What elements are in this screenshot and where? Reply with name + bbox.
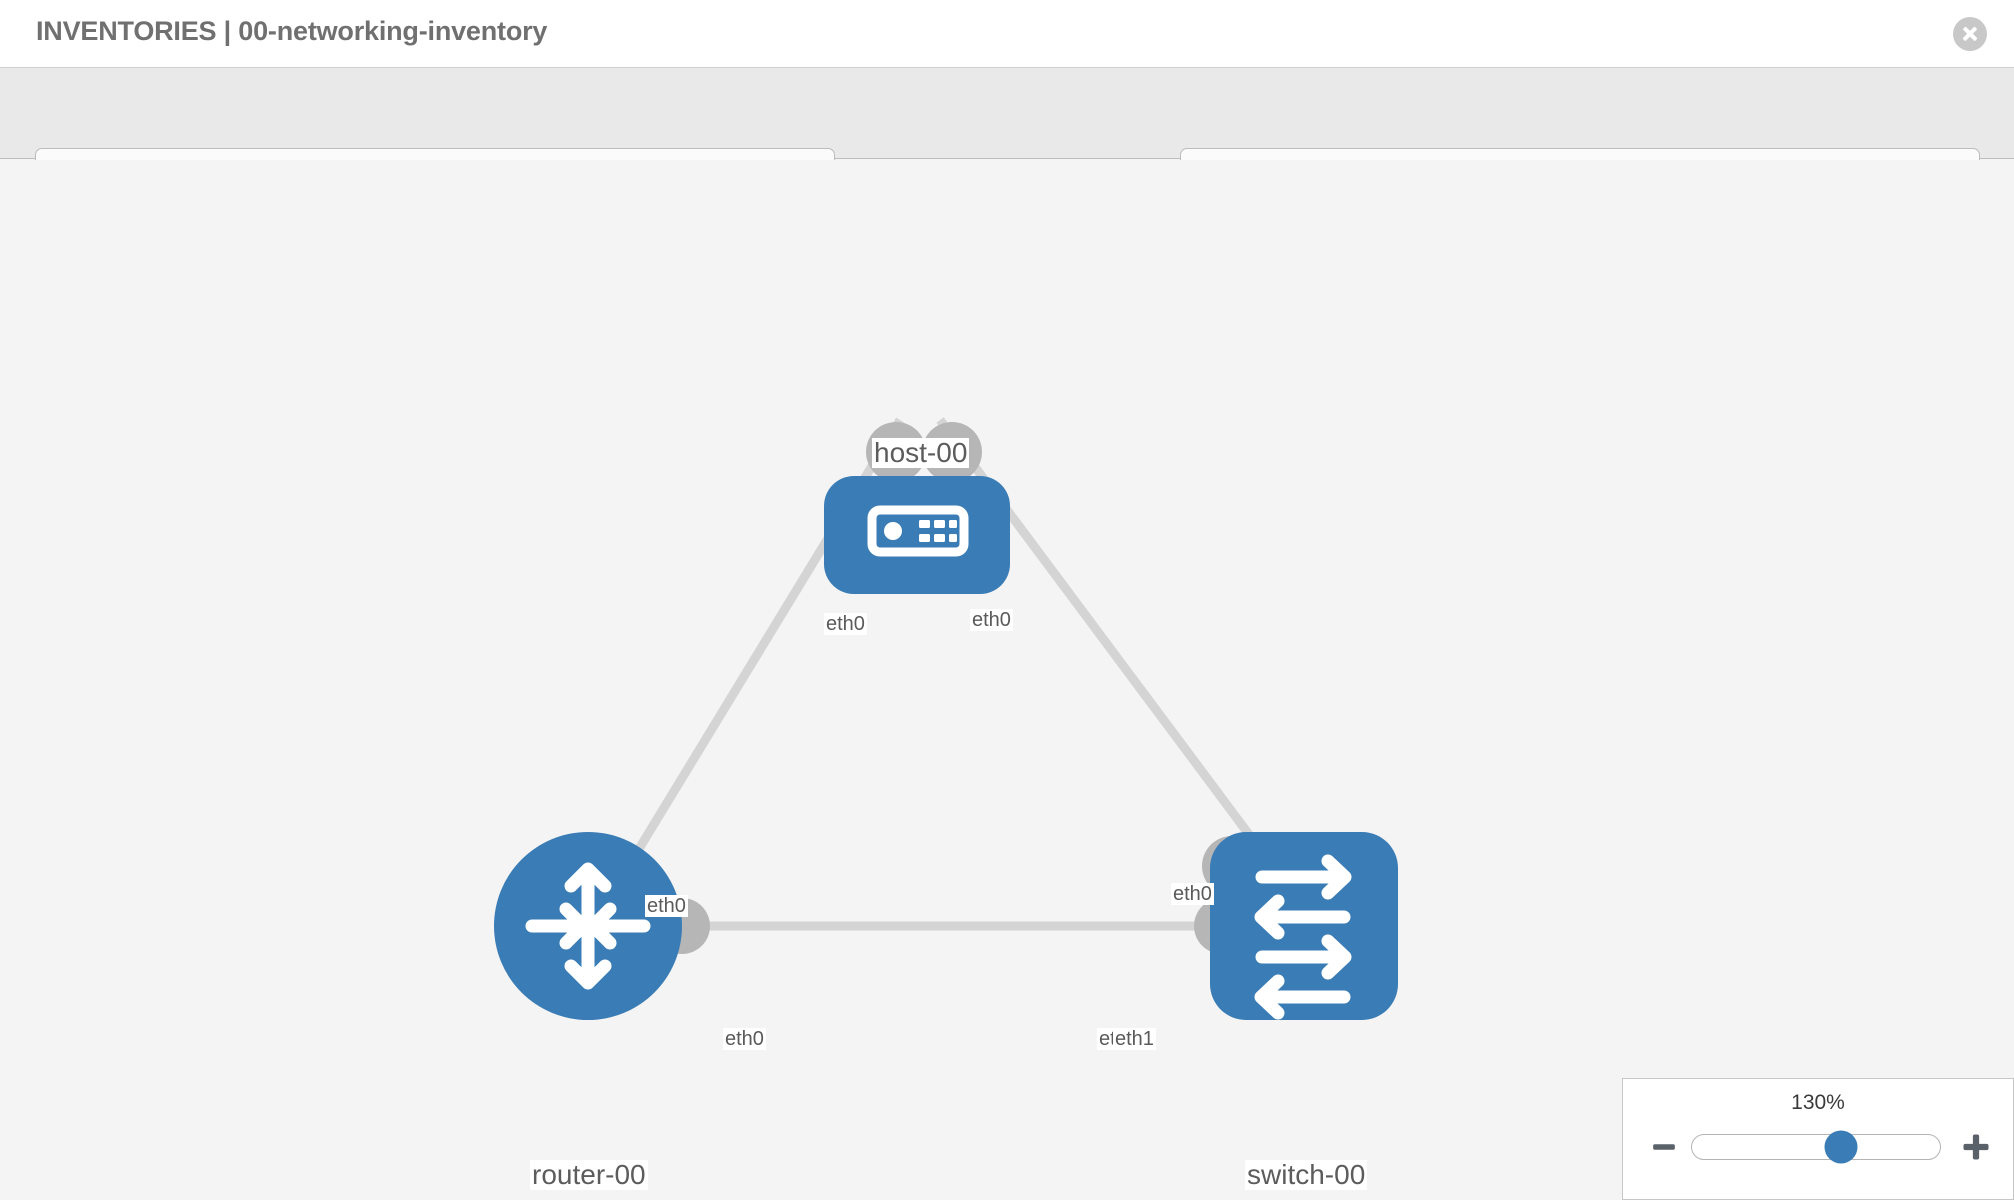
zoom-percent-label: 130%	[1791, 1091, 1845, 1114]
node-host-00	[824, 476, 1010, 594]
iface-label-switch00-eth1: eth1	[1113, 1028, 1156, 1050]
zoom-control-panel: 130%	[1622, 1078, 2014, 1200]
switch-arrows-icon	[1254, 854, 1352, 1020]
zoom-slider-row	[1623, 1127, 2013, 1167]
page-title: INVENTORIES | 00-networking-inventory	[36, 16, 548, 46]
node-switch-00	[1210, 832, 1398, 1020]
iface-label-host00-eth0-left: eth0	[824, 613, 867, 635]
page-header: INVENTORIES | 00-networking-inventory	[0, 0, 2014, 68]
node-host-00-shape	[824, 476, 1010, 594]
iface-label-switch00-eth0-up: eth0	[1171, 883, 1214, 905]
node-label-switch-00: switch-00	[1245, 1159, 1368, 1191]
node-label-router-00: router-00	[530, 1159, 648, 1191]
topology-graph	[494, 417, 1398, 1020]
iface-label-host00-eth0-right: eth0	[970, 609, 1013, 631]
node-router-00	[494, 832, 682, 1020]
node-label-host-00: host-00	[872, 437, 970, 469]
toolbar: ACTIONS SEARCH	[0, 68, 2014, 202]
iface-label-router00-eth0: eth0	[723, 1028, 766, 1050]
topology-canvas[interactable]: eth0 eth0 eth0 eth0 eth0 eth0 eth1 host-…	[0, 160, 2014, 1200]
minus-icon[interactable]	[1651, 1134, 1677, 1160]
zoom-slider-thumb[interactable]	[1824, 1130, 1858, 1164]
close-icon[interactable]	[1953, 17, 1987, 51]
zoom-slider-track[interactable]	[1691, 1130, 1941, 1164]
router-arrows-icon	[525, 862, 651, 990]
server-device-icon	[867, 505, 969, 557]
plus-icon[interactable]	[1961, 1132, 1991, 1162]
iface-label-router00-eth0-up: eth0	[645, 895, 688, 917]
